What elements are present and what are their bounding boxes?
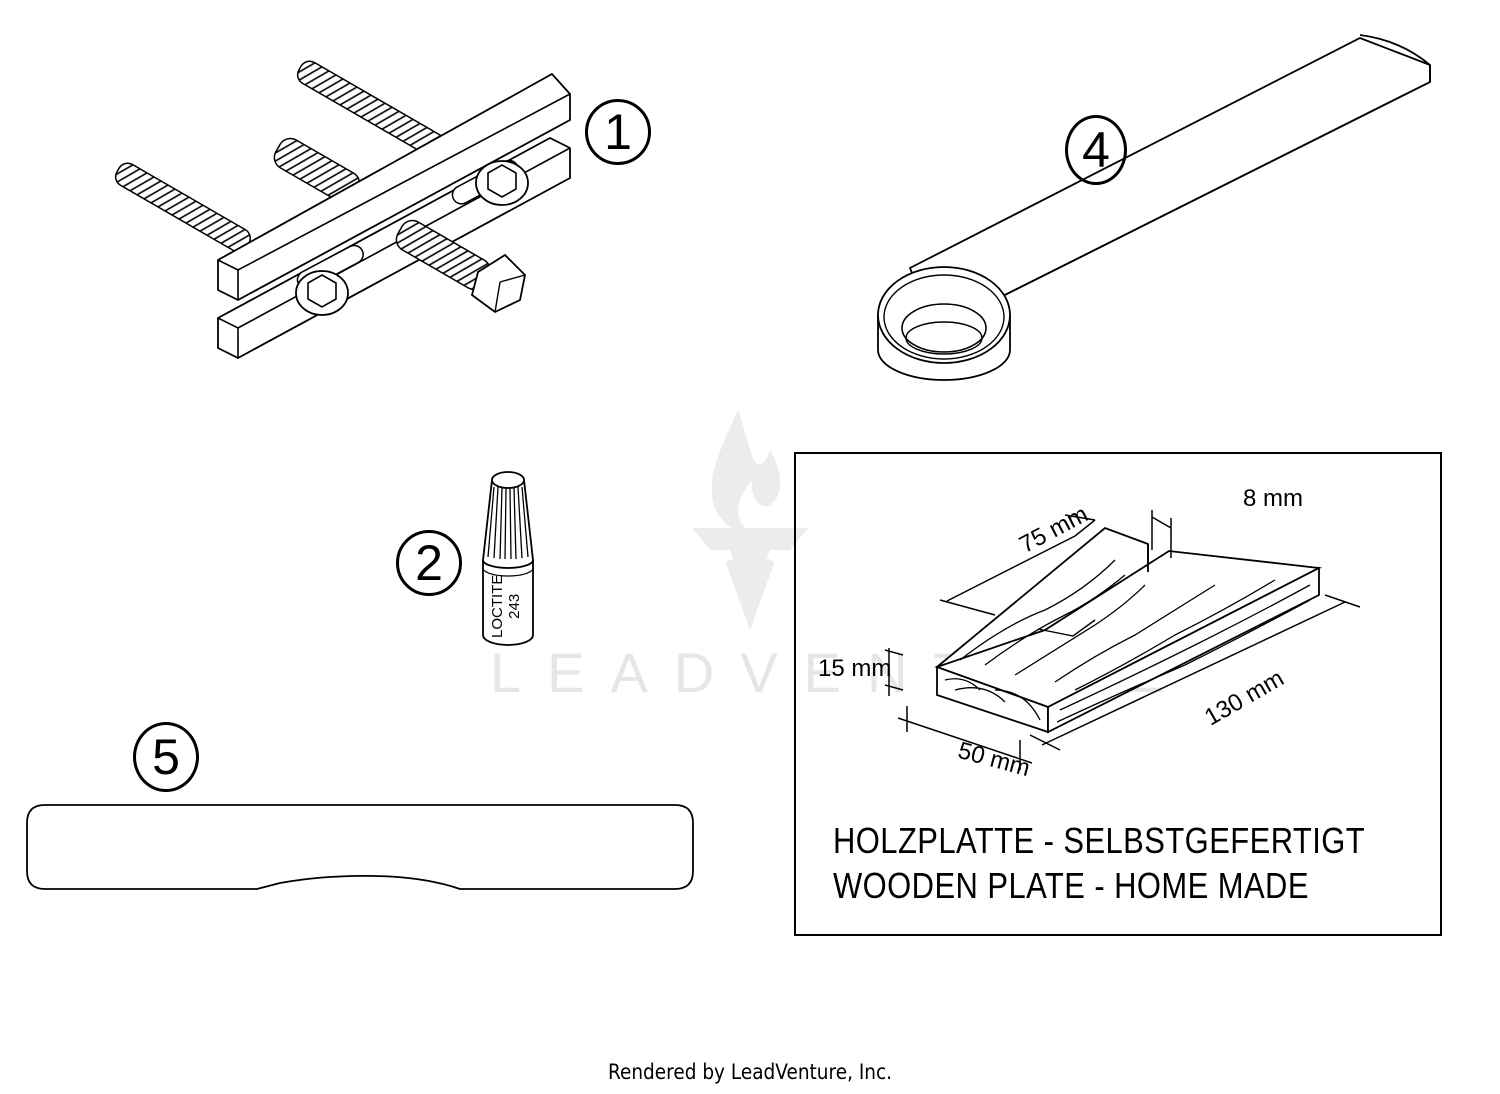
callout-5: 5 [133, 722, 199, 792]
loctite-bottle-drawing [482, 471, 534, 646]
caption-english: WOODEN PLATE - HOME MADE [833, 865, 1309, 906]
loctite-label: LOCTITE 243 [489, 574, 523, 638]
wooden-plate-panel [794, 452, 1442, 936]
callout-2: 2 [396, 530, 462, 596]
loctite-number: 243 [505, 593, 523, 619]
dim-15mm: 15 mm [818, 655, 892, 682]
dim-8mm: 8 mm [1243, 485, 1303, 512]
callout-1: 1 [585, 99, 651, 165]
flame-v-logo-icon [692, 410, 808, 630]
holding-wrench-drawing [877, 34, 1431, 381]
wooden-plate-drawing [884, 510, 1361, 770]
callout-4: 4 [1065, 115, 1127, 185]
loctite-brand: LOCTITE [489, 574, 506, 638]
caption-german: HOLZPLATTE - SELBSTGEFERTIGT [833, 820, 1366, 861]
footer-credit: Rendered by LeadVenture, Inc. [607, 1060, 893, 1084]
flat-plate-drawing [26, 804, 694, 890]
puller-tool-drawing [114, 60, 571, 360]
